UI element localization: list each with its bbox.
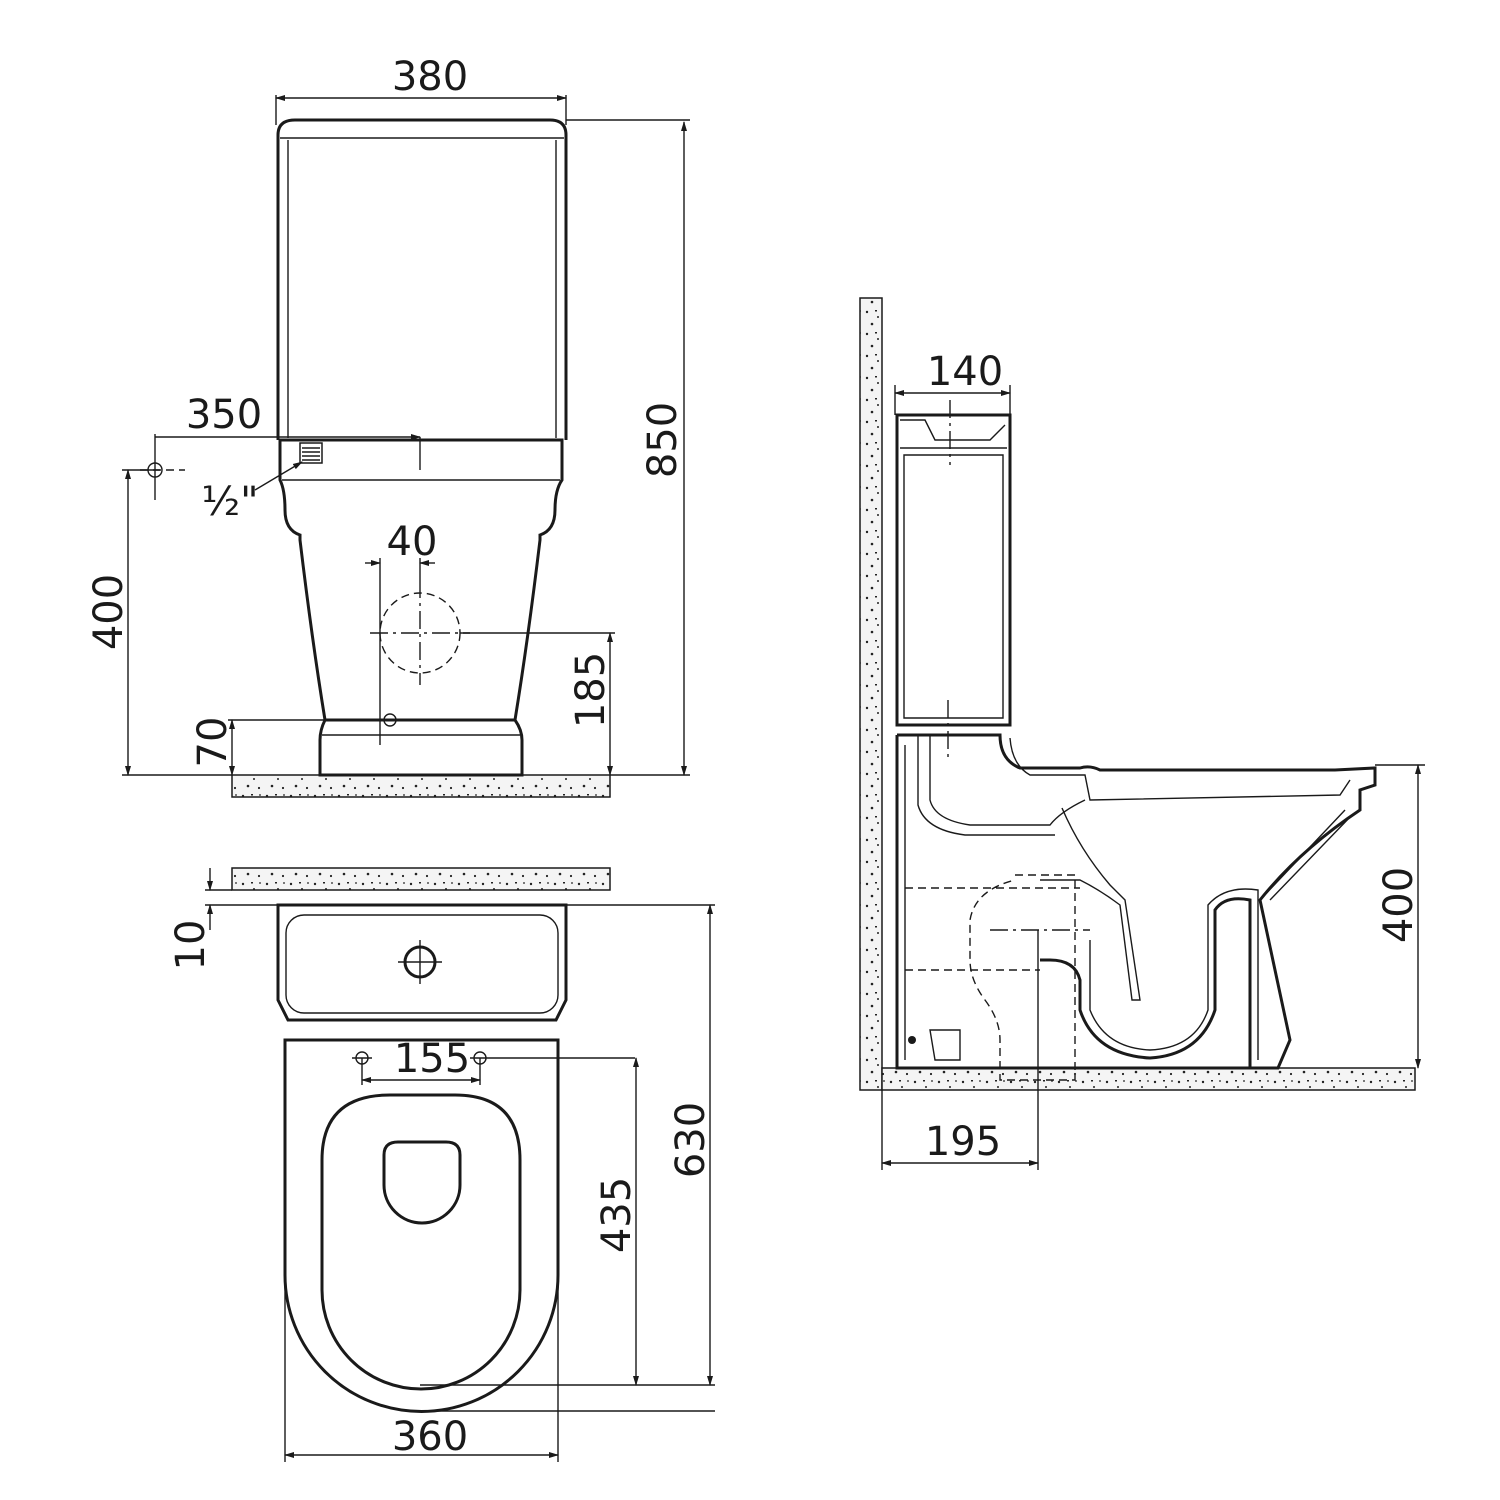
dim-360: 360 <box>392 1414 468 1460</box>
dim-630: 630 <box>668 1102 714 1178</box>
cistern-section <box>895 413 1012 727</box>
dim-380: 380 <box>392 54 468 100</box>
dim-40: 40 <box>387 519 438 565</box>
dim-850: 850 <box>640 402 686 478</box>
inlet-grille <box>299 442 323 464</box>
top-view: 155 10 630 435 360 <box>168 867 715 1462</box>
dim-400-front: 400 <box>86 574 132 650</box>
dim-10: 10 <box>168 920 214 971</box>
cistern <box>276 118 568 440</box>
dim-70: 70 <box>190 717 236 768</box>
side-view: 140 400 195 <box>859 297 1425 1170</box>
floor-hatch <box>231 774 611 798</box>
dim-half-inch: ½" <box>201 479 258 525</box>
dim-435: 435 <box>594 1177 640 1253</box>
dim-400-side: 400 <box>1376 867 1422 943</box>
floor-section <box>881 1067 1416 1091</box>
dim-350: 350 <box>186 392 262 438</box>
front-view: 380 850 350 ½" 400 40 185 70 <box>86 54 690 798</box>
dim-195: 195 <box>925 1119 1001 1165</box>
base <box>318 719 524 777</box>
dim-155: 155 <box>394 1036 470 1082</box>
dim-185: 185 <box>568 652 614 728</box>
dim-140: 140 <box>927 349 1003 395</box>
wall-hatch <box>231 867 611 891</box>
bowl-section <box>897 733 1377 1070</box>
pedestal <box>278 438 564 722</box>
wall-section <box>859 297 883 1091</box>
seat-opening <box>382 1140 462 1225</box>
seat <box>320 1093 522 1391</box>
